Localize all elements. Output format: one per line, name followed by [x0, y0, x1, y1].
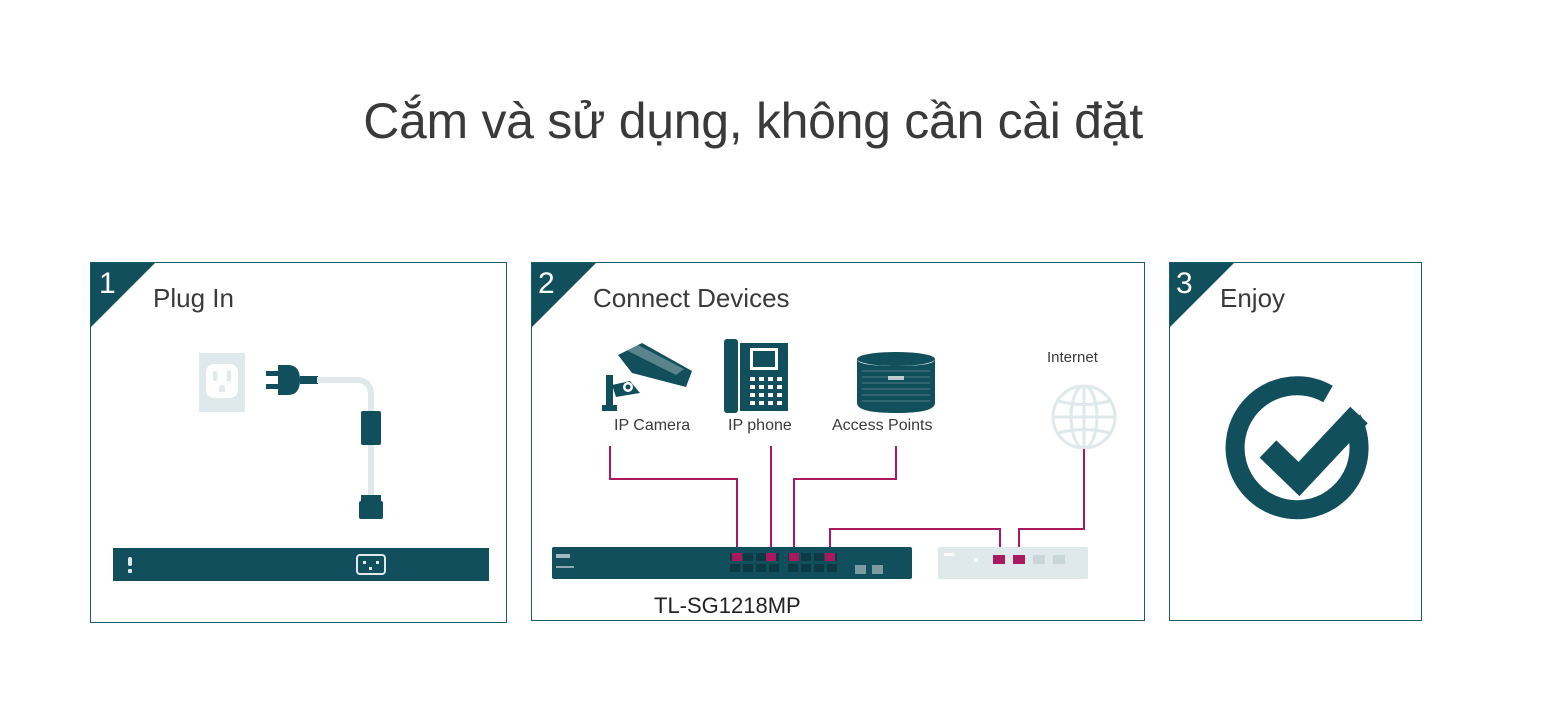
device-label-internet: Internet	[1047, 349, 1098, 366]
device-label-ip-phone: IP phone	[728, 417, 792, 434]
connect-devices-illustration	[552, 339, 1117, 579]
step-1-panel: 1 Plug In	[90, 262, 507, 623]
step-2-corner-badge	[532, 263, 596, 327]
switch-model-label: TL-SG1218MP	[654, 593, 801, 618]
switch-tl-sg1218mp	[552, 547, 912, 579]
step-2-number: 2	[538, 267, 555, 300]
step-3-title: Enjoy	[1220, 283, 1286, 313]
step-3-corner-badge	[1170, 263, 1234, 327]
device-label-access-points: Access Points	[832, 417, 933, 434]
wall-outlet-icon	[199, 353, 245, 412]
plug-in-illustration	[113, 353, 489, 581]
step-3-panel: 3 Enjoy	[1169, 262, 1422, 621]
step-1-corner-badge	[91, 263, 155, 327]
power-plug-icon	[266, 365, 318, 395]
device-label-ip-camera: IP Camera	[614, 417, 691, 434]
connection-lines	[609, 446, 1085, 555]
globe-icon	[1051, 384, 1117, 450]
ip-phone-icon	[724, 339, 788, 413]
access-point-icon	[857, 352, 935, 413]
step-1-title: Plug In	[153, 283, 234, 313]
step-2-panel: 2 Connect Devices	[531, 262, 1145, 621]
power-cable-icon	[317, 377, 383, 519]
page-title: Cắm và sử dụng, không cần cài đặt	[363, 93, 1143, 149]
ip-camera-icon	[602, 343, 692, 411]
step-2-title: Connect Devices	[593, 283, 790, 313]
step-3-number: 3	[1176, 267, 1193, 300]
checkmark-circle-icon	[1225, 376, 1369, 520]
router-icon	[938, 547, 1088, 579]
switch-rear-panel	[113, 548, 489, 581]
step-1-number: 1	[99, 267, 116, 300]
